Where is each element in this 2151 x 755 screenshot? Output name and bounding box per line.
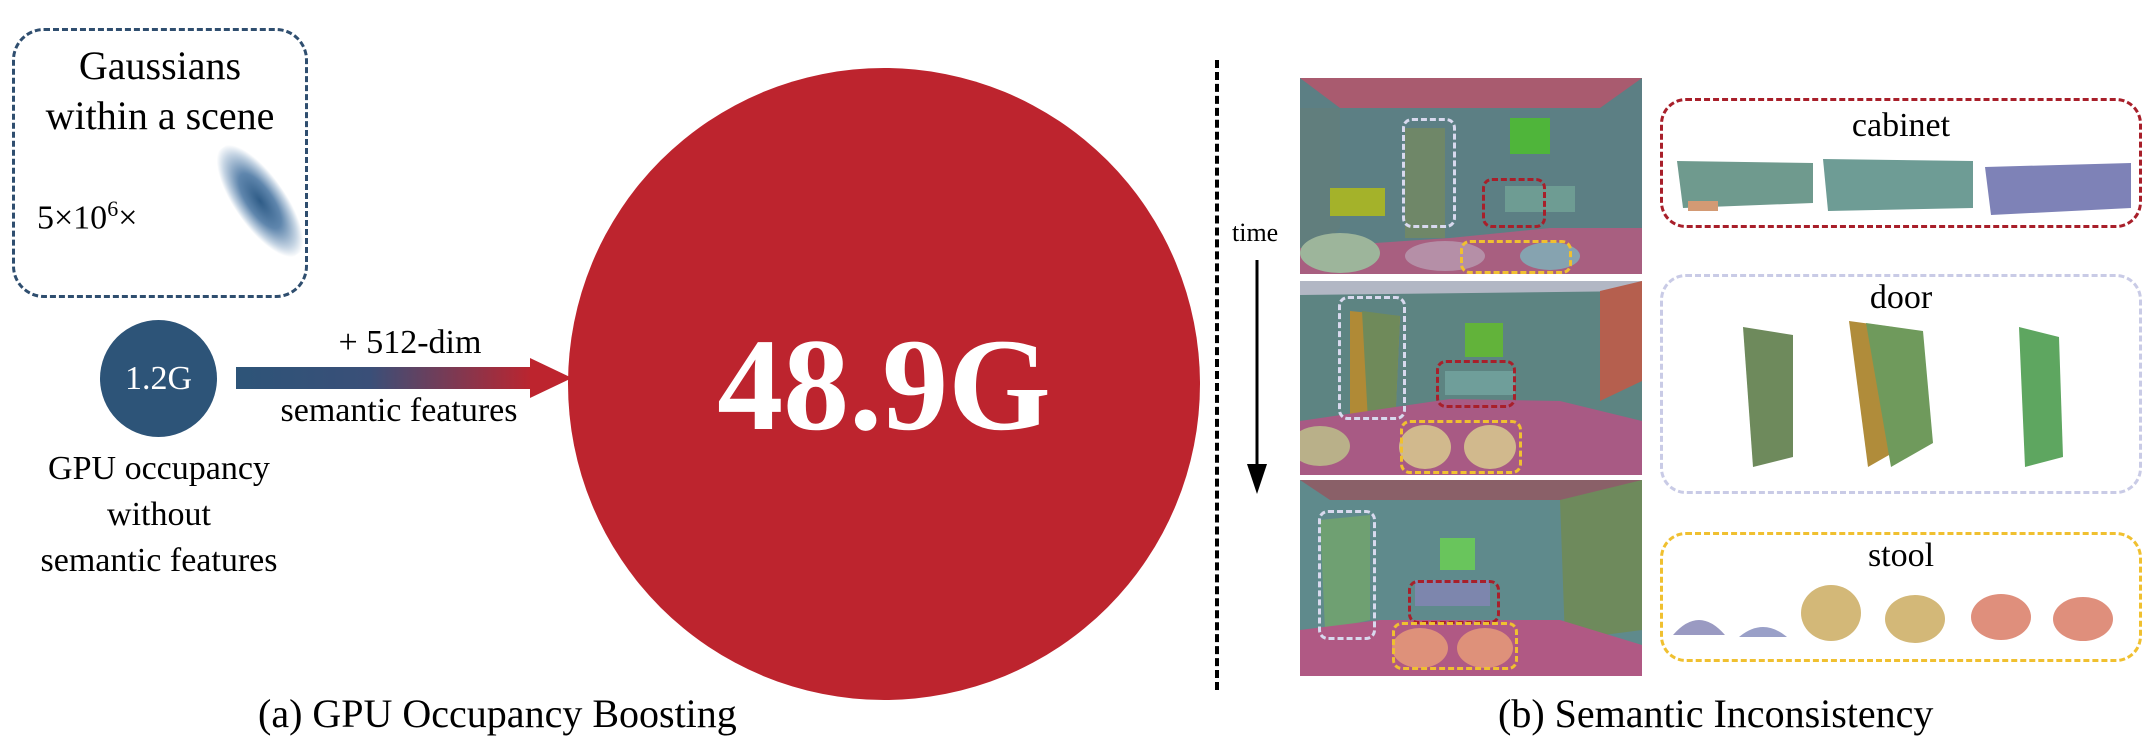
door-crop-3 [2019,327,2063,467]
gpu-label-line1: GPU occupancy [48,450,270,487]
stool-crop-1 [1673,620,1725,635]
category-box-door: door [1660,274,2142,494]
large-occupancy-value: 48.9G [717,310,1051,458]
cabinet-box-frame-1 [1482,178,1546,228]
gpu-occupancy-label: GPU occupancy without semantic features [0,446,318,584]
stool-crop-5 [1971,594,2031,640]
door-box-frame-2 [1338,296,1406,420]
caption-a: (a) GPU Occupancy Boosting [258,691,737,736]
door-crops [1743,321,2063,467]
gaussian-ellipse-icon [202,133,318,269]
stool-crop-2 [1739,627,1787,637]
door-box-frame-1 [1402,118,1456,228]
category-label-stool: stool [1867,537,1935,574]
cabinet-box-frame-3 [1408,580,1500,624]
gpu-label-line2: without [107,496,211,533]
category-box-cabinet: cabinet [1660,98,2142,228]
time-arrow [1247,260,1267,494]
arrow-head [530,358,572,398]
door-box-frame-3 [1318,510,1376,640]
stool-crop-6 [2053,597,2113,641]
cabinet-box-frame-2 [1436,360,1516,408]
panel-divider [1215,60,1219,690]
cabinet-crop-3 [1985,163,2131,215]
count-exponent: 6 [107,196,119,221]
arrow-bottom-label: semantic features [280,392,518,429]
gaussians-box: Gaussians within a scene 5×106× [12,28,318,298]
small-occupancy-circle: 1.2G [100,320,217,437]
door-crop-1 [1743,327,1793,467]
stool-crop-4 [1885,595,1945,643]
category-label-cabinet: cabinet [1851,107,1951,144]
gaussian-count: 5×106× [37,196,137,237]
cabinet-crop-2 [1823,159,1973,211]
stool-crops [1673,585,2113,643]
gaussians-title: Gaussians within a scene [15,41,305,141]
stool-box-frame-3 [1392,622,1518,670]
count-base: 5×10 [37,199,108,237]
large-occupancy-circle: 48.9G [568,68,1200,700]
gpu-label-line3: semantic features [40,542,278,579]
small-occupancy-value: 1.2G [124,359,193,397]
time-arrow-head [1247,464,1267,494]
caption-b: (b) Semantic Inconsistency [1498,691,1934,736]
feature-arrow [236,358,572,398]
arrow-shaft [236,367,534,389]
door-crop-2b [1866,323,1933,467]
cabinet-crop-1-leg [1688,201,1718,211]
category-box-stool: stool [1660,532,2142,662]
count-suffix: × [118,199,138,237]
cabinet-crop-1 [1677,161,1813,208]
arrow-top-label: + 512-dim [338,324,482,361]
gaussians-title-line2: within a scene [45,93,275,138]
stool-box-frame-2 [1400,420,1522,474]
cabinet-crops [1677,159,2131,215]
stool-box-frame-1 [1460,240,1572,274]
gaussians-title-line1: Gaussians [78,43,242,88]
time-label: time [1232,218,1279,247]
stool-crop-3 [1801,585,1861,641]
category-label-door: door [1869,279,1933,316]
